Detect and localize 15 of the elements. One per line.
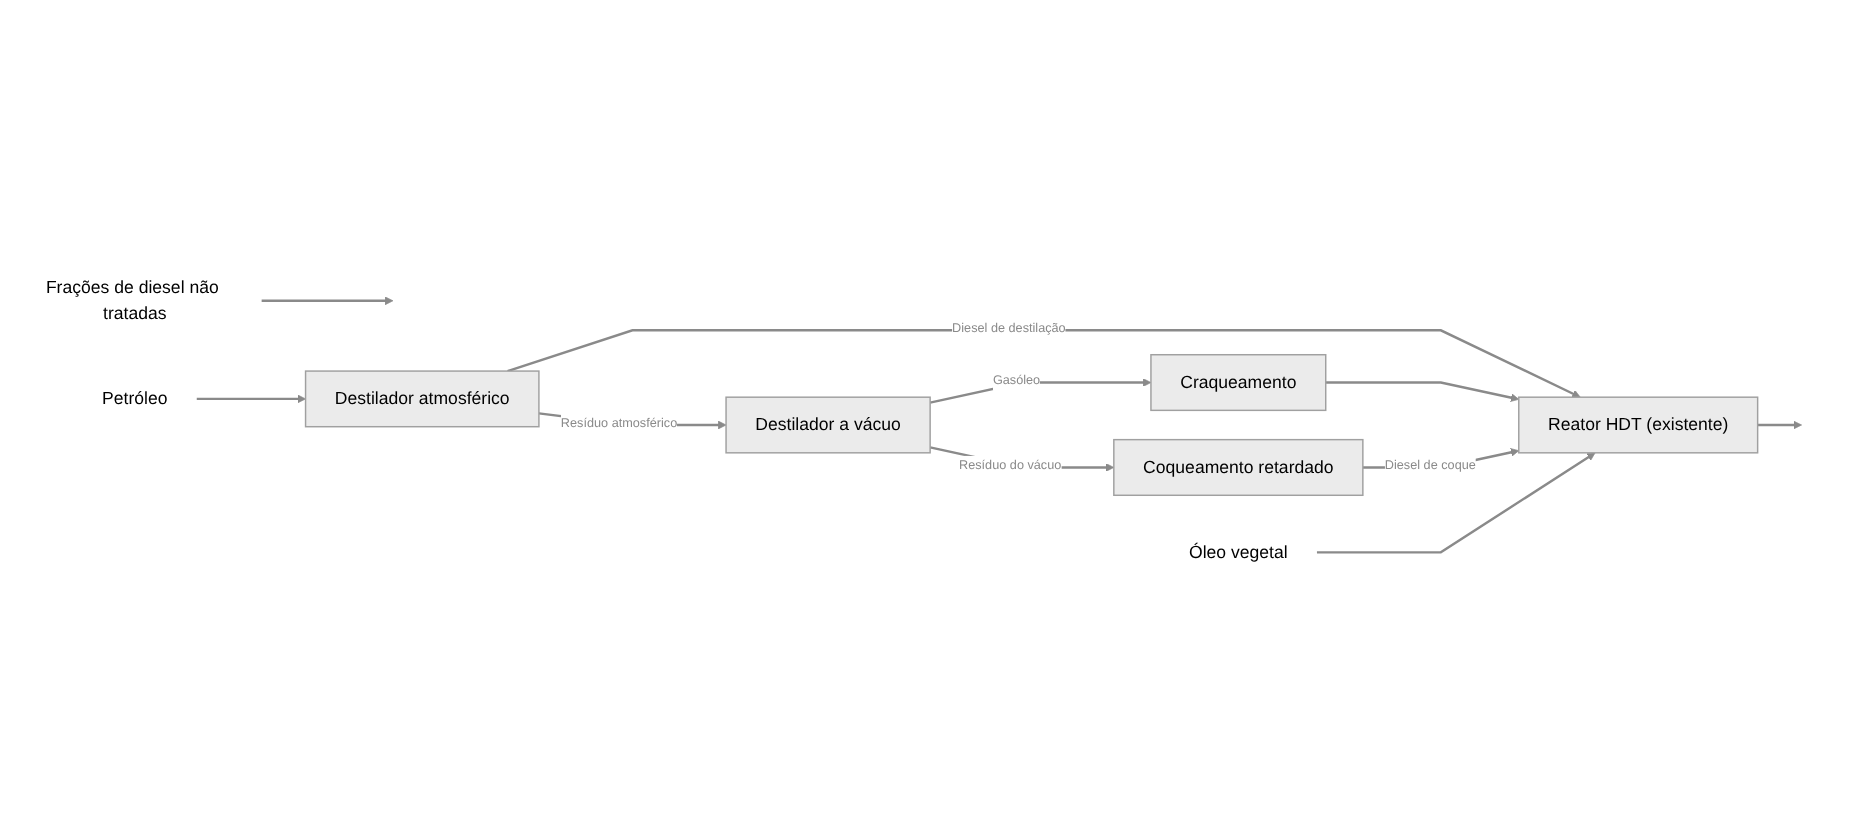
process-box: Reator HDT (existente)	[1518, 395, 1759, 453]
stream-label: Óleo vegetal	[1189, 541, 1288, 561]
arrow	[929, 377, 1152, 403]
arrow	[1325, 380, 1520, 401]
arrow	[1316, 451, 1596, 553]
stream-label: Frações de diesel não tratadas	[45, 276, 219, 323]
stream-label: Petróleo	[102, 387, 168, 408]
process-box: Coqueamento retardado	[1113, 437, 1364, 495]
arrow	[196, 393, 306, 403]
arrow	[507, 328, 1581, 397]
process-box: Destilador atmosférico	[304, 369, 540, 427]
process-box: Destilador a vácuo	[725, 395, 931, 453]
arrow	[1757, 419, 1802, 429]
arrow	[261, 295, 394, 305]
process-box: Craqueamento	[1150, 353, 1327, 411]
